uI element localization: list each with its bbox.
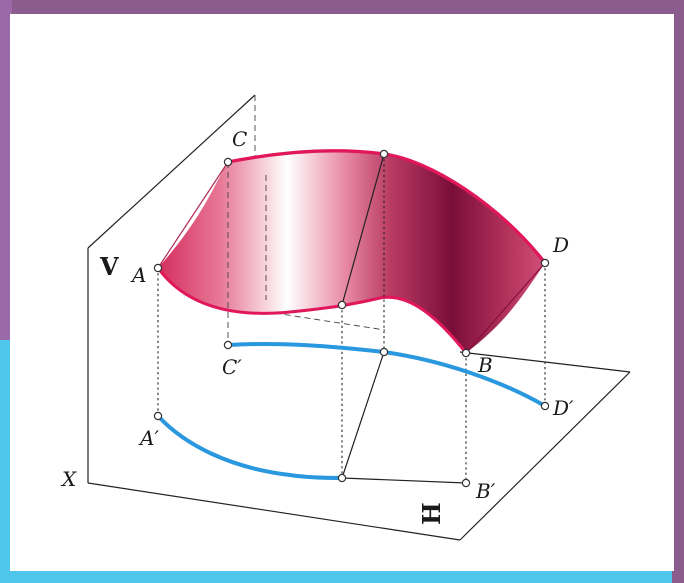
points	[153, 149, 550, 488]
label-axis-x: X	[60, 467, 77, 491]
label-c-prime: C′	[222, 355, 242, 379]
label-b: B	[477, 353, 493, 377]
v-plane	[87, 94, 256, 483]
point-b-prime-marker	[461, 478, 471, 488]
point-proj-mid-marker	[379, 347, 389, 357]
projection-lines	[157, 154, 546, 483]
point-a-prime-marker	[153, 411, 163, 421]
label-plane-h: H	[417, 502, 446, 525]
surface-left-edge	[157, 161, 229, 269]
point-proj-front-marker	[337, 473, 347, 483]
projection-generatrix	[341, 351, 385, 479]
label-b-prime: B′	[475, 479, 496, 503]
label-d: D	[552, 233, 569, 257]
label-a-prime: A′	[138, 426, 159, 450]
projection-front-curve	[156, 414, 343, 480]
frame-right-band	[672, 0, 684, 583]
surface-right-edge	[465, 262, 546, 354]
point-a-marker	[153, 263, 163, 273]
frame-left-cyan	[0, 340, 12, 583]
label-plane-v: V	[99, 252, 119, 281]
point-top-mid-marker	[379, 149, 389, 159]
point-d-prime-marker	[540, 401, 550, 411]
label-d-prime: D′	[552, 396, 574, 420]
point-d-marker	[540, 258, 550, 268]
point-c-prime-marker	[223, 340, 233, 350]
surface-generatrix	[341, 153, 385, 306]
label-c: C	[232, 127, 247, 151]
surface-fill	[158, 150, 545, 353]
surface-front-edge	[156, 267, 468, 354]
point-c-marker	[223, 157, 233, 167]
frame-bottom-band	[0, 570, 684, 583]
point-bottom-mid-marker	[337, 300, 347, 310]
point-b-marker	[461, 348, 471, 358]
label-a: A	[130, 263, 146, 287]
projection-front-straight	[341, 477, 467, 484]
